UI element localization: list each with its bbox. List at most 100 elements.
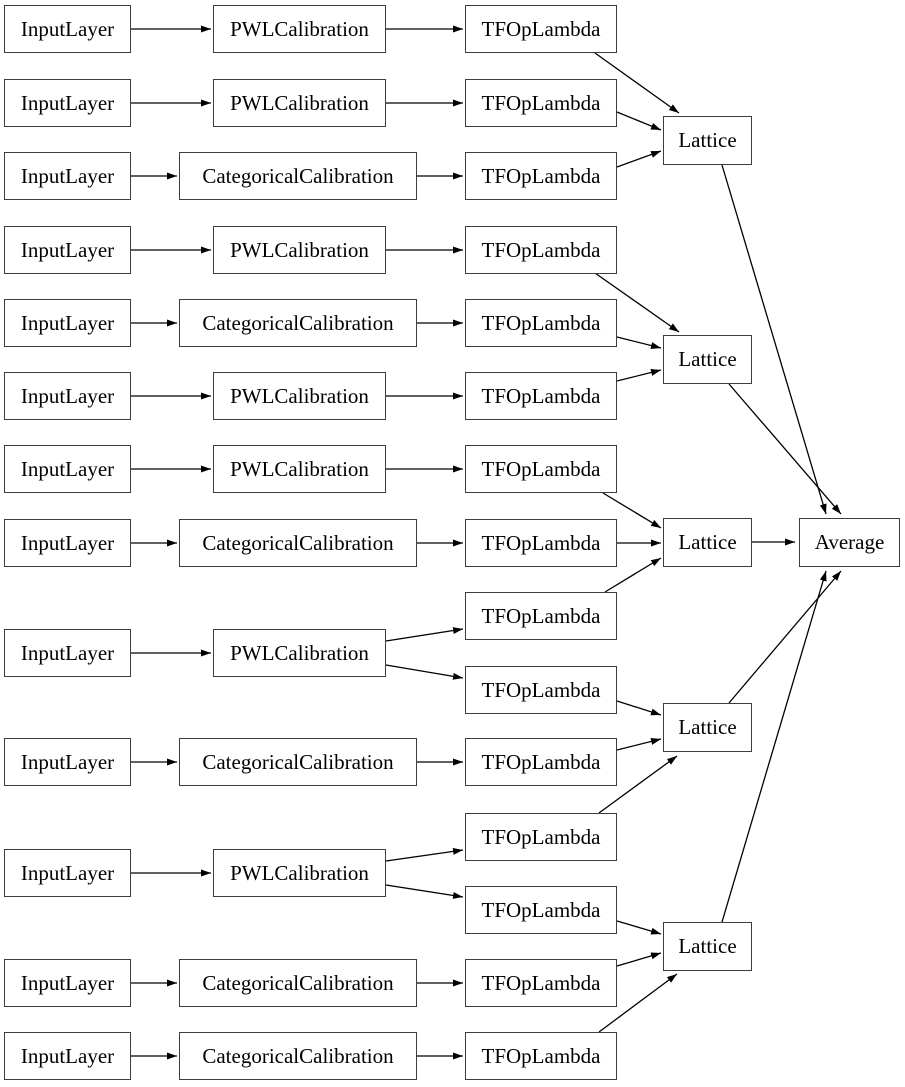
- node-cat-2: CategoricalCalibration: [179, 299, 417, 347]
- node-label: PWLCalibration: [230, 456, 369, 481]
- node-label: Lattice: [678, 715, 737, 739]
- node-input-2: InputLayer: [4, 79, 131, 127]
- node-label: CategoricalCalibration: [202, 970, 394, 995]
- node-label: TFOpLambda: [481, 970, 601, 995]
- node-input-8: InputLayer: [4, 519, 131, 567]
- node-pwl-2: PWLCalibration: [213, 79, 386, 127]
- node-label: TFOpLambda: [481, 90, 601, 115]
- node-label: TFOpLambda: [481, 677, 601, 702]
- edge-pwl-7-to-tfop-13: [385, 884, 464, 899]
- node-pwl-7: PWLCalibration: [213, 849, 386, 897]
- node-label: PWLCalibration: [230, 90, 369, 115]
- node-label: Lattice: [678, 128, 737, 152]
- edge-tfop-14-to-lattice-5: [616, 952, 662, 967]
- node-label: CategoricalCalibration: [202, 163, 394, 188]
- node-label: TFOpLambda: [481, 749, 601, 774]
- node-pwl-1: PWLCalibration: [213, 5, 386, 53]
- node-tfop-8: TFOpLambda: [465, 519, 617, 567]
- node-input-4: InputLayer: [4, 226, 131, 274]
- node-label: CategoricalCalibration: [202, 1043, 394, 1068]
- node-label: TFOpLambda: [481, 163, 601, 188]
- node-input-13: InputLayer: [4, 1032, 131, 1080]
- node-label: CategoricalCalibration: [202, 749, 394, 774]
- node-label: TFOpLambda: [481, 897, 601, 922]
- node-tfop-14: TFOpLambda: [465, 959, 617, 1007]
- node-label: Average: [814, 530, 885, 554]
- node-tfop-13: TFOpLambda: [465, 886, 617, 934]
- node-tfop-3: TFOpLambda: [465, 152, 617, 200]
- node-label: InputLayer: [20, 90, 115, 115]
- node-pwl-3: PWLCalibration: [213, 226, 386, 274]
- node-label: PWLCalibration: [230, 237, 369, 262]
- node-cat-1: CategoricalCalibration: [179, 152, 417, 200]
- node-cat-6: CategoricalCalibration: [179, 1032, 417, 1080]
- node-label: TFOpLambda: [481, 603, 601, 628]
- node-label: TFOpLambda: [481, 383, 601, 408]
- node-label: CategoricalCalibration: [202, 530, 394, 555]
- node-input-10: InputLayer: [4, 738, 131, 786]
- node-input-12: InputLayer: [4, 959, 131, 1007]
- node-pwl-5: PWLCalibration: [213, 445, 386, 493]
- node-label: InputLayer: [20, 237, 115, 262]
- node-label: InputLayer: [20, 456, 115, 481]
- edge-tfop-2-to-lattice-1: [616, 111, 662, 131]
- node-input-11: InputLayer: [4, 849, 131, 897]
- node-input-7: InputLayer: [4, 445, 131, 493]
- node-label: PWLCalibration: [230, 383, 369, 408]
- node-label: InputLayer: [20, 970, 115, 995]
- node-tfop-6: TFOpLambda: [465, 372, 617, 420]
- node-label: TFOpLambda: [481, 824, 601, 849]
- node-pwl-6: PWLCalibration: [213, 629, 386, 677]
- node-lattice-2: Lattice: [663, 335, 752, 384]
- edge-tfop-6-to-lattice-2: [616, 369, 662, 382]
- node-tfop-5: TFOpLambda: [465, 299, 617, 347]
- node-tfop-7: TFOpLambda: [465, 445, 617, 493]
- node-label: InputLayer: [20, 1043, 115, 1068]
- edge-tfop-7-to-lattice-3: [602, 492, 662, 529]
- edge-pwl-6-to-tfop-10: [385, 664, 464, 680]
- edge-tfop-15-to-lattice-5: [598, 973, 678, 1033]
- node-label: TFOpLambda: [481, 456, 601, 481]
- edge-lattice-2-to-average: [728, 383, 842, 515]
- node-label: InputLayer: [20, 749, 115, 774]
- edge-tfop-1-to-lattice-1: [594, 52, 680, 114]
- node-label: Lattice: [678, 934, 737, 958]
- node-label: Lattice: [678, 347, 737, 371]
- node-tfop-2: TFOpLambda: [465, 79, 617, 127]
- node-label: Lattice: [678, 530, 737, 554]
- edge-pwl-7-to-tfop-12: [385, 847, 464, 862]
- node-tfop-11: TFOpLambda: [465, 738, 617, 786]
- edge-lattice-1-to-average: [721, 164, 827, 515]
- node-tfop-1: TFOpLambda: [465, 5, 617, 53]
- node-lattice-3: Lattice: [663, 518, 752, 567]
- edge-tfop-11-to-lattice-4: [616, 738, 662, 751]
- node-input-1: InputLayer: [4, 5, 131, 53]
- node-label: InputLayer: [20, 383, 115, 408]
- node-input-3: InputLayer: [4, 152, 131, 200]
- node-lattice-4: Lattice: [663, 703, 752, 752]
- node-label: InputLayer: [20, 860, 115, 885]
- node-label: InputLayer: [20, 310, 115, 335]
- node-input-6: InputLayer: [4, 372, 131, 420]
- edge-tfop-5-to-lattice-2: [616, 336, 662, 349]
- edge-tfop-3-to-lattice-1: [616, 150, 662, 168]
- node-label: InputLayer: [20, 16, 115, 41]
- node-cat-3: CategoricalCalibration: [179, 519, 417, 567]
- node-pwl-4: PWLCalibration: [213, 372, 386, 420]
- node-label: TFOpLambda: [481, 530, 601, 555]
- node-input-9: InputLayer: [4, 629, 131, 677]
- node-label: TFOpLambda: [481, 16, 601, 41]
- node-lattice-5: Lattice: [663, 922, 752, 971]
- node-label: InputLayer: [20, 640, 115, 665]
- edge-lattice-4-to-average: [728, 570, 842, 704]
- edge-pwl-6-to-tfop-9: [385, 627, 464, 642]
- edge-lattice-5-to-average: [721, 570, 827, 923]
- node-tfop-10: TFOpLambda: [465, 666, 617, 714]
- edge-tfop-4-to-lattice-2: [594, 272, 680, 333]
- node-label: TFOpLambda: [481, 310, 601, 335]
- node-average: Average: [799, 518, 900, 567]
- node-label: PWLCalibration: [230, 16, 369, 41]
